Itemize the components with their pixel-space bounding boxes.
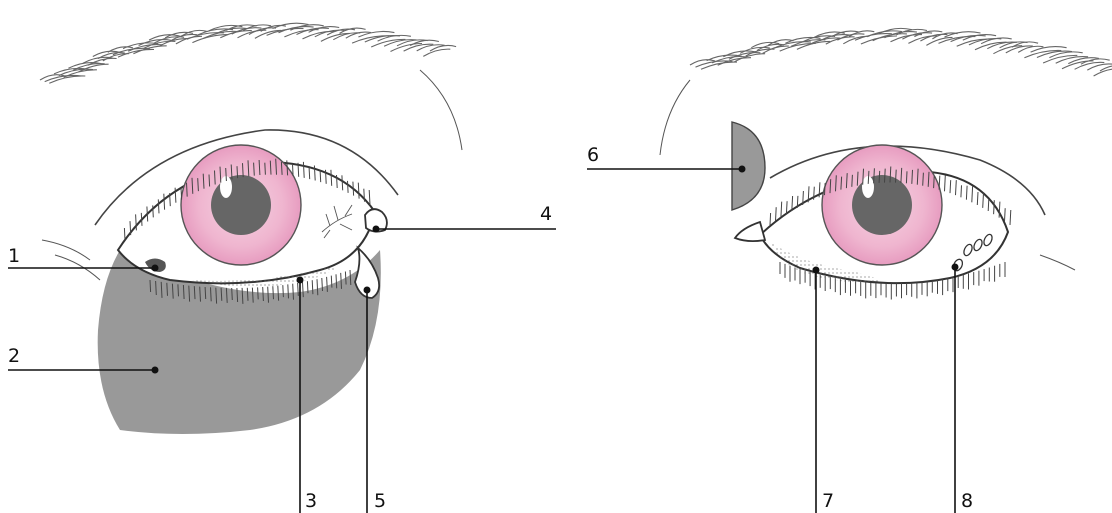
label-6: 6	[587, 144, 599, 166]
left-outer-wrinkles	[42, 240, 100, 280]
callout-7: 7	[813, 267, 835, 513]
right-eye	[660, 28, 1112, 299]
label-4: 4	[540, 203, 552, 225]
left-eyebrow	[40, 23, 456, 83]
label-2: 2	[8, 345, 20, 367]
right-outer-wrinkles	[1040, 255, 1075, 270]
right-pupil	[852, 175, 912, 235]
left-pupil	[211, 175, 271, 235]
callout-8: 8	[952, 264, 974, 513]
label-5: 5	[374, 490, 386, 512]
label-3: 3	[305, 490, 317, 512]
label-1: 1	[8, 245, 20, 267]
right-brow-tail	[660, 80, 690, 155]
right-upper-shade	[732, 122, 765, 210]
label-7: 7	[822, 490, 834, 512]
callout-4: 4	[373, 203, 557, 233]
left-brow-tail	[420, 70, 462, 150]
right-medial-canthus	[735, 222, 765, 241]
label-8: 8	[961, 490, 973, 512]
right-eyebrow	[690, 28, 1112, 76]
callout-6: 6	[587, 144, 746, 173]
